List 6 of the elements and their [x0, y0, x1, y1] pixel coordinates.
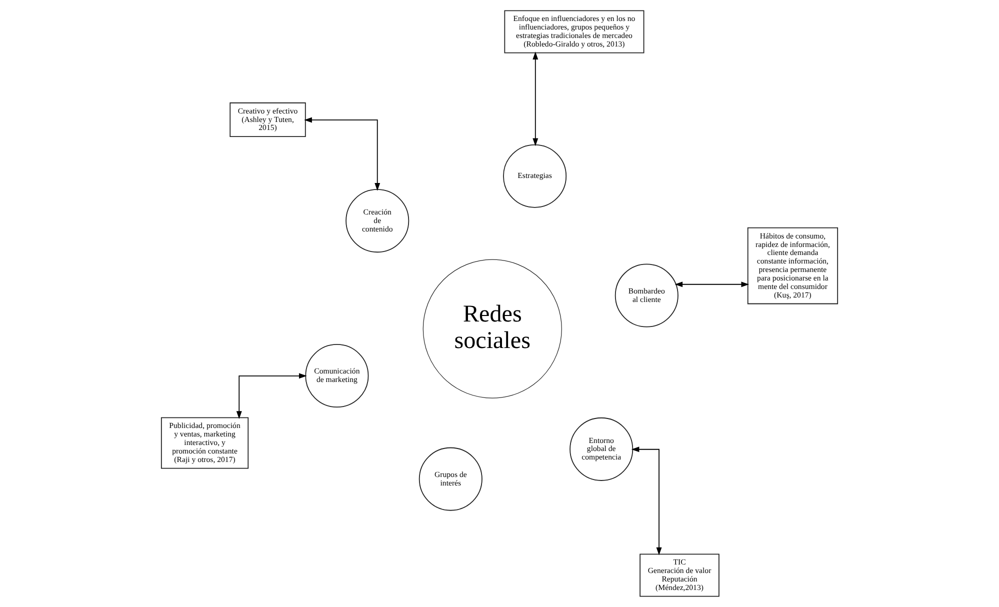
arrow	[236, 373, 307, 419]
arrow	[674, 282, 750, 288]
arrow	[631, 446, 662, 556]
arrow	[532, 52, 538, 146]
node-circle: Redes sociales	[422, 259, 562, 398]
arrow	[304, 117, 380, 191]
